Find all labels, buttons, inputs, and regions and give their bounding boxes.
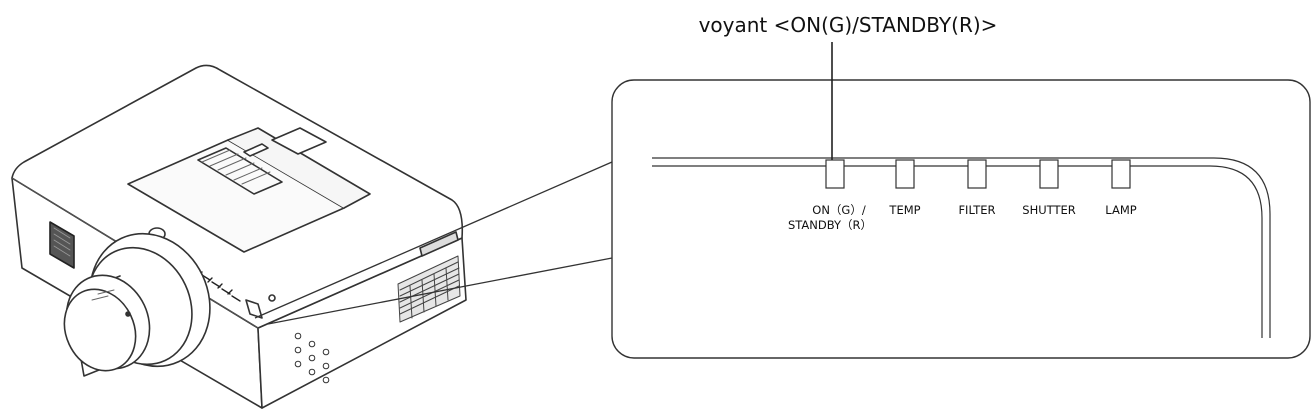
- projector-lens: [63, 232, 211, 377]
- projector-illustration: [11, 64, 467, 409]
- power-button: [245, 299, 263, 319]
- indicator-window-on-standby: [825, 159, 845, 189]
- magnified-inset: ON（G）/ STANDBY（R） TEMP FILTER SHUTTER LA…: [611, 79, 1311, 359]
- zoom-leader-lines: [254, 161, 613, 325]
- inset-frame: [611, 79, 1311, 359]
- indicator-label-temp: TEMP: [888, 203, 920, 217]
- callout-label: voyant <ON(G)/STANDBY(R)>: [699, 13, 998, 37]
- indicator-label-on-standby-line2: STANDBY（R）: [788, 218, 872, 232]
- indicator-window-lamp: [1111, 159, 1131, 189]
- side-vent-grille: [397, 255, 461, 323]
- front-speaker-grille: [49, 221, 75, 269]
- lens-shift-slot: [197, 147, 283, 195]
- front-dot-grid: [294, 332, 330, 384]
- indicator-label-on-standby-line1: ON（G）/: [812, 203, 866, 217]
- indicator-label-shutter: SHUTTER: [1022, 203, 1075, 217]
- indicator-window-temp: [895, 159, 915, 189]
- indicator-label-filter: FILTER: [958, 203, 995, 217]
- zoom-leader-upper: [254, 161, 613, 319]
- inset-body-edge: [652, 157, 1271, 338]
- zoom-leader-lower: [267, 257, 613, 325]
- top-slot: [243, 143, 269, 157]
- top-vent: [271, 127, 327, 155]
- indicator-label-lamp: LAMP: [1105, 203, 1136, 217]
- indicator-window-shutter: [1039, 159, 1059, 189]
- indicator-window-filter: [967, 159, 987, 189]
